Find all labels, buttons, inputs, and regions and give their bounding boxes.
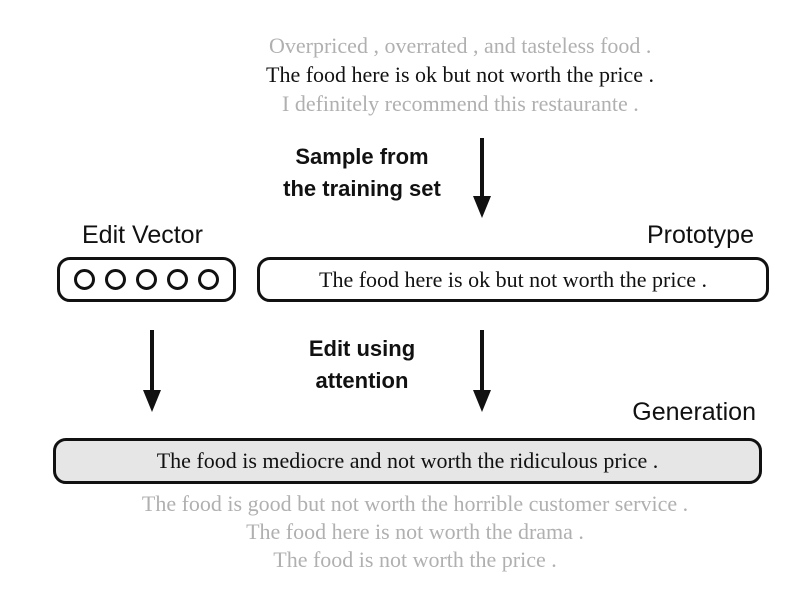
sample-step-label: Sample from the training set	[262, 141, 462, 205]
sample-step-line1: Sample from	[295, 144, 429, 169]
training-sample-3: I definitely recommend this restaurante …	[282, 91, 639, 116]
edit-step-line2: attention	[315, 368, 409, 393]
edit-vector-label: Edit Vector	[82, 221, 203, 249]
training-sample-selected: The food here is ok but not worth the pr…	[266, 62, 654, 87]
edit-step-label: Edit using attention	[262, 333, 462, 397]
alternative-generation-2: The food here is not worth the drama .	[246, 519, 584, 544]
training-sample-1: Overpriced , overrated , and tasteless f…	[269, 33, 652, 58]
prototype-box: The food here is ok but not worth the pr…	[257, 257, 769, 302]
edit-vector-slot	[167, 269, 188, 290]
edit-arrow	[473, 330, 491, 412]
edit-step-line1: Edit using	[308, 336, 416, 361]
sample-arrow	[473, 138, 491, 218]
alternative-generation-1: The food is good but not worth the horri…	[141, 491, 689, 516]
alternative-generation-3: The food is not worth the price .	[273, 547, 557, 572]
sample-step-line2: the training set	[283, 176, 441, 201]
generation-label: Generation	[632, 398, 756, 426]
edit-vector-slot	[105, 269, 126, 290]
generation-text: The food is mediocre and not worth the r…	[156, 448, 659, 473]
edit-vector-slot	[136, 269, 157, 290]
edit-vector-arrow	[143, 330, 161, 412]
generation-box: The food is mediocre and not worth the r…	[53, 438, 762, 484]
edit-vector-box	[57, 257, 236, 302]
prototype-label: Prototype	[646, 221, 754, 249]
edit-vector-slot	[198, 269, 219, 290]
prototype-text: The food here is ok but not worth the pr…	[319, 266, 707, 292]
edit-vector-slot	[74, 269, 95, 290]
